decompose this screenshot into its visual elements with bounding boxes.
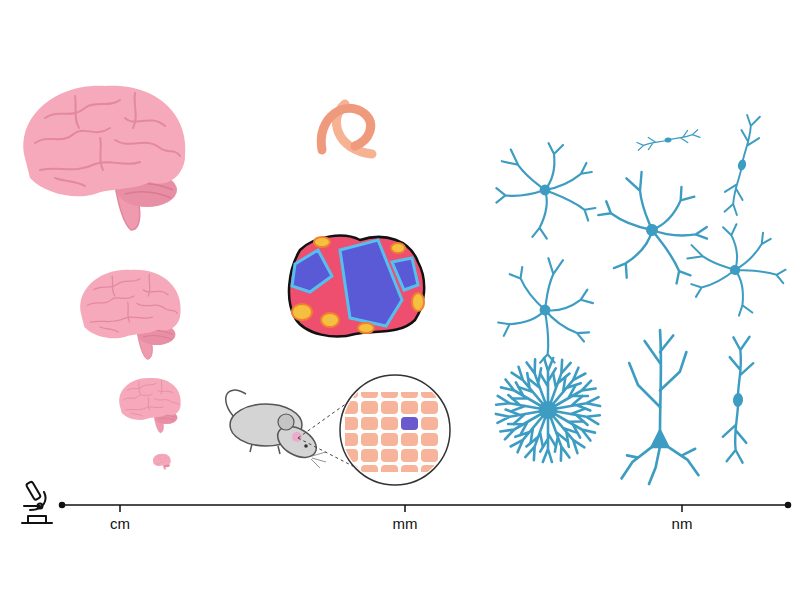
brain-scale-series [23, 86, 185, 470]
scale-axis [60, 503, 791, 513]
neuron-cells [479, 113, 796, 484]
scale-label: cm [110, 515, 130, 533]
microscope-icon [22, 481, 52, 523]
mouse [226, 375, 450, 485]
hippocampus [321, 104, 372, 154]
brain-region-map [289, 236, 424, 337]
scale-label: mm [393, 515, 418, 533]
scale-label: nm [672, 515, 693, 533]
